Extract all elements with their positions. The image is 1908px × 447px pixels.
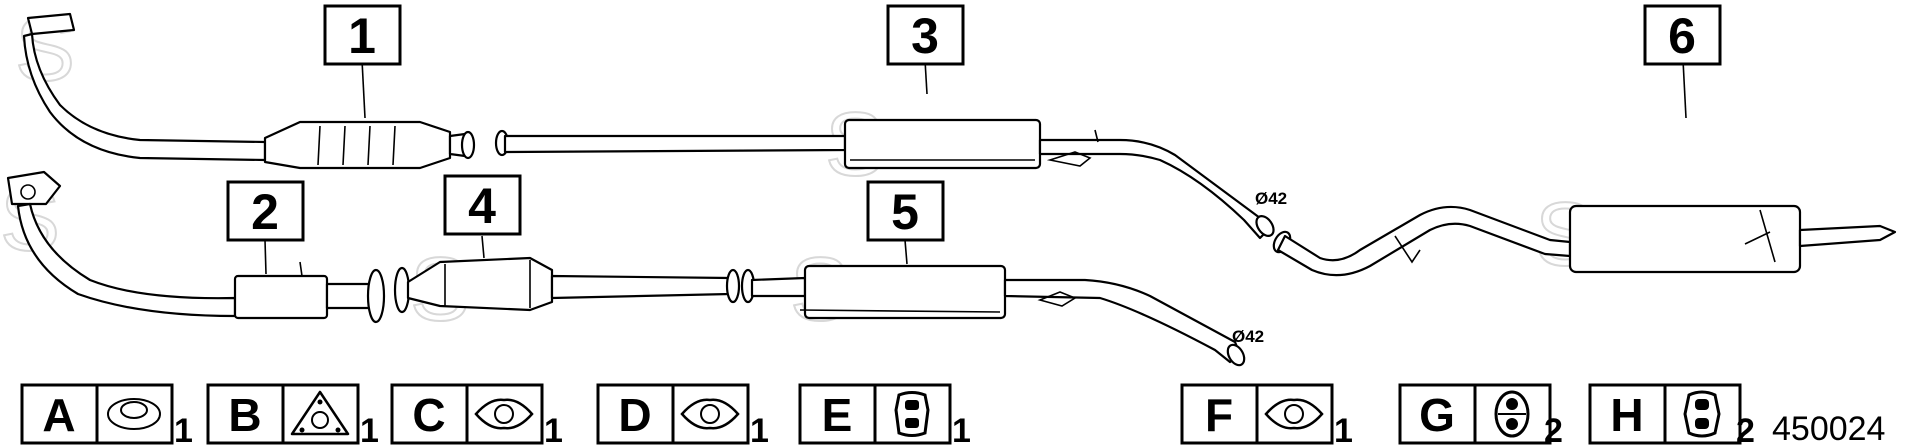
fitting-A: A 1 bbox=[20, 383, 193, 447]
svg-text:4: 4 bbox=[468, 178, 496, 234]
fitting-B: B 1 bbox=[206, 383, 379, 447]
part-6-label: 6 bbox=[1643, 4, 1722, 66]
part-6-drawing bbox=[1272, 204, 1897, 277]
part-2-label: 2 bbox=[226, 180, 305, 242]
oval-flange-gasket-icon bbox=[1264, 398, 1324, 430]
svg-text:2: 2 bbox=[1544, 412, 1563, 447]
svg-text:D: D bbox=[618, 389, 651, 441]
svg-text:C: C bbox=[412, 389, 445, 441]
fittings-legend: A 1 B 1 C bbox=[20, 383, 1885, 447]
fitting-E: E 1 bbox=[798, 383, 971, 447]
fitting-F: F 1 bbox=[1180, 383, 1353, 447]
svg-text:1: 1 bbox=[1334, 412, 1353, 447]
fitting-G: G 2 bbox=[1398, 383, 1563, 447]
rubber-mount-icon bbox=[1494, 390, 1530, 438]
part-3-drawing bbox=[494, 118, 1275, 240]
catalog-number: 450024 bbox=[1772, 410, 1885, 447]
triangle-flange-gasket-icon bbox=[290, 390, 350, 436]
fitting-H: H 2 bbox=[1588, 383, 1755, 447]
diameter-label-lower: Ø42 bbox=[1232, 327, 1264, 346]
svg-text:A: A bbox=[42, 389, 75, 441]
oval-flange-gasket-icon bbox=[680, 398, 740, 430]
svg-text:3: 3 bbox=[911, 8, 939, 64]
diameter-label-upper: Ø42 bbox=[1255, 189, 1287, 208]
svg-text:G: G bbox=[1419, 389, 1455, 441]
svg-text:5: 5 bbox=[891, 184, 919, 240]
part-2-drawing bbox=[6, 170, 386, 324]
svg-text:2: 2 bbox=[1736, 412, 1755, 447]
svg-text:E: E bbox=[822, 389, 853, 441]
fitting-C: C 1 bbox=[390, 383, 563, 447]
svg-text:1: 1 bbox=[750, 412, 769, 447]
part-3-label: 3 bbox=[886, 4, 965, 66]
svg-text:1: 1 bbox=[544, 412, 563, 447]
svg-text:H: H bbox=[1610, 389, 1643, 441]
part-4-drawing bbox=[393, 256, 741, 314]
oval-flange-gasket-icon bbox=[474, 398, 534, 430]
svg-text:2: 2 bbox=[251, 184, 279, 240]
part-5-drawing bbox=[740, 264, 1246, 367]
leader-lines bbox=[264, 59, 1687, 275]
svg-text:B: B bbox=[228, 389, 261, 441]
part-4-label: 4 bbox=[443, 174, 522, 236]
svg-text:6: 6 bbox=[1668, 8, 1696, 64]
svg-text:1: 1 bbox=[174, 412, 193, 447]
part-1-drawing bbox=[22, 12, 476, 170]
fitting-D: D 1 bbox=[596, 383, 769, 447]
part-1-label: 1 bbox=[323, 4, 402, 66]
svg-text:1: 1 bbox=[952, 412, 971, 447]
svg-text:F: F bbox=[1205, 389, 1233, 441]
svg-text:1: 1 bbox=[348, 8, 376, 64]
rubber-mount-icon bbox=[894, 391, 930, 437]
ring-gasket-icon bbox=[107, 398, 161, 430]
part-5-label: 5 bbox=[866, 180, 945, 242]
rubber-mount-icon bbox=[1683, 390, 1721, 438]
svg-text:1: 1 bbox=[360, 412, 379, 447]
